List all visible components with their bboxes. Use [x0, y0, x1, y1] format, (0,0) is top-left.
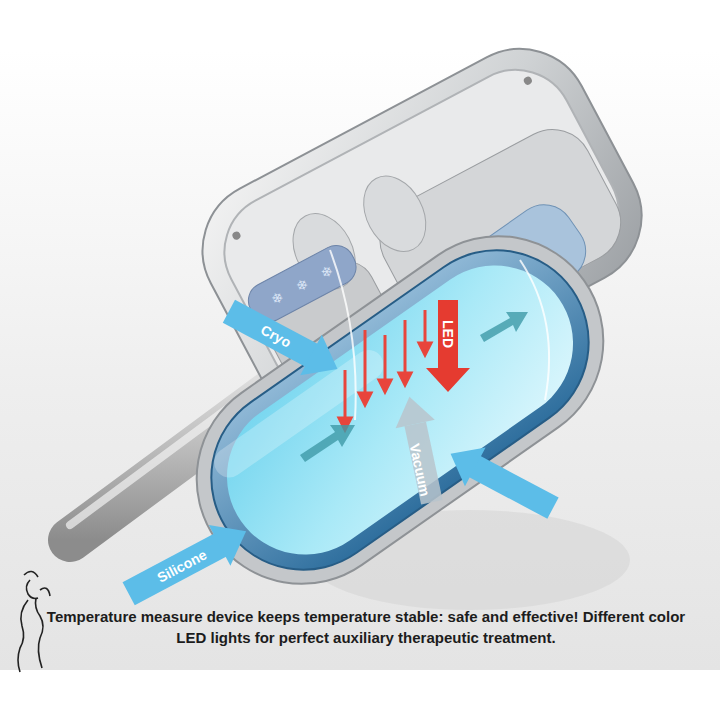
- svg-text:❄: ❄: [318, 262, 336, 282]
- body-icon: [18, 571, 50, 672]
- caption: Temperature measure device keeps tempera…: [40, 606, 692, 648]
- svg-text:❄: ❄: [293, 275, 311, 295]
- arrow-label: LED: [440, 320, 456, 348]
- svg-text:❄: ❄: [268, 288, 286, 308]
